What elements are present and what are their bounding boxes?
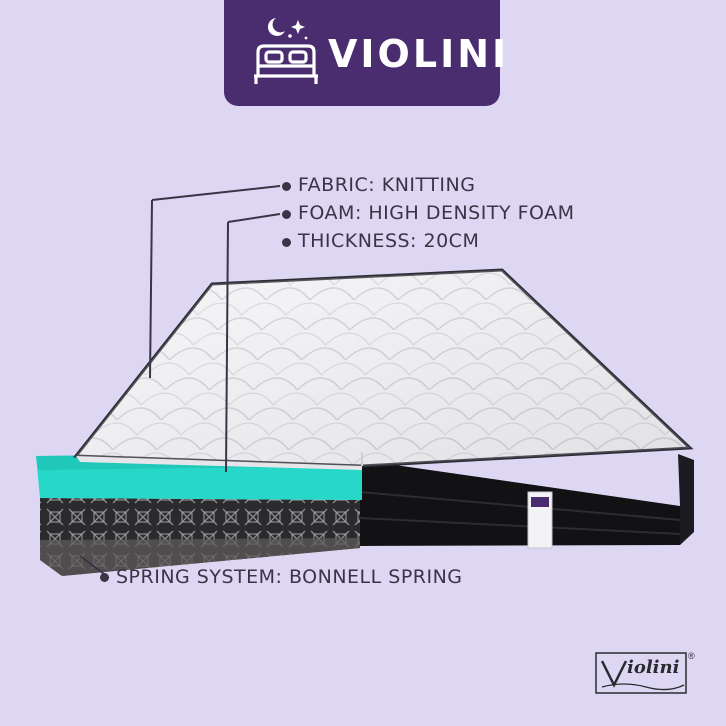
thickness-marker [282, 238, 291, 247]
spec-foam: FOAM: HIGH DENSITY FOAM [298, 202, 575, 224]
registered-mark: ® [688, 651, 695, 661]
spec-thickness: THICKNESS: 20CM [298, 230, 480, 252]
foam-marker [282, 210, 291, 219]
violin-logo-icon [595, 652, 687, 694]
bed-icon [254, 18, 318, 84]
spec-fabric: FABRIC: KNITTING [298, 174, 476, 196]
spec-spring: SPRING SYSTEM: BONNELL SPRING [116, 566, 463, 588]
fabric-marker [282, 182, 291, 191]
brand-logo-text: iolini [627, 657, 680, 678]
moon-icon [267, 18, 285, 36]
brand-badge: VIOLINI [224, 0, 506, 106]
brand-name: VIOLINI [328, 32, 510, 76]
stars-icon [288, 20, 308, 40]
brand-logo: iolini ® [594, 651, 698, 699]
spring-marker [100, 573, 109, 582]
